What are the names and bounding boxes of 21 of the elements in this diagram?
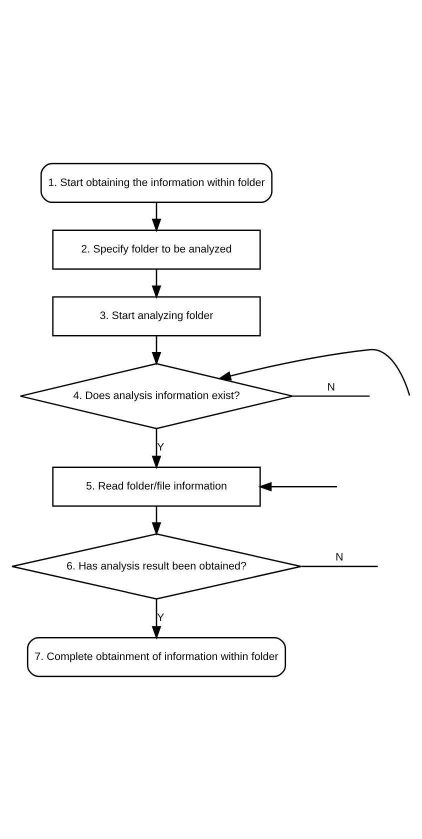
edge-label: N xyxy=(336,551,344,564)
arrow xyxy=(258,481,338,491)
node-diamond: 6. Has analysis result been obtained? xyxy=(11,532,302,600)
arrow xyxy=(152,506,162,536)
node-diamond: 4. Does analysis information exist? xyxy=(20,362,294,429)
node-box: 1. Start obtaining the information within folder xyxy=(40,162,273,203)
arrow xyxy=(218,348,410,396)
node-box: 5. Read folder/file information xyxy=(52,466,261,506)
arrow xyxy=(152,268,162,298)
arrow xyxy=(152,202,162,232)
arrow xyxy=(152,428,162,469)
edge-label: Y xyxy=(156,441,164,454)
arrow xyxy=(152,598,162,640)
node-box: 3. Start analyzing folder xyxy=(52,296,261,336)
arrow xyxy=(152,336,162,365)
connector xyxy=(301,565,378,567)
connector xyxy=(292,394,370,396)
node-box: 7. Complete obtainment of information within folder xyxy=(26,636,286,677)
edge-label: N xyxy=(327,380,336,393)
edge-label: Y xyxy=(156,612,164,624)
node-box: 2. Specify folder to be analyzed xyxy=(52,229,261,270)
